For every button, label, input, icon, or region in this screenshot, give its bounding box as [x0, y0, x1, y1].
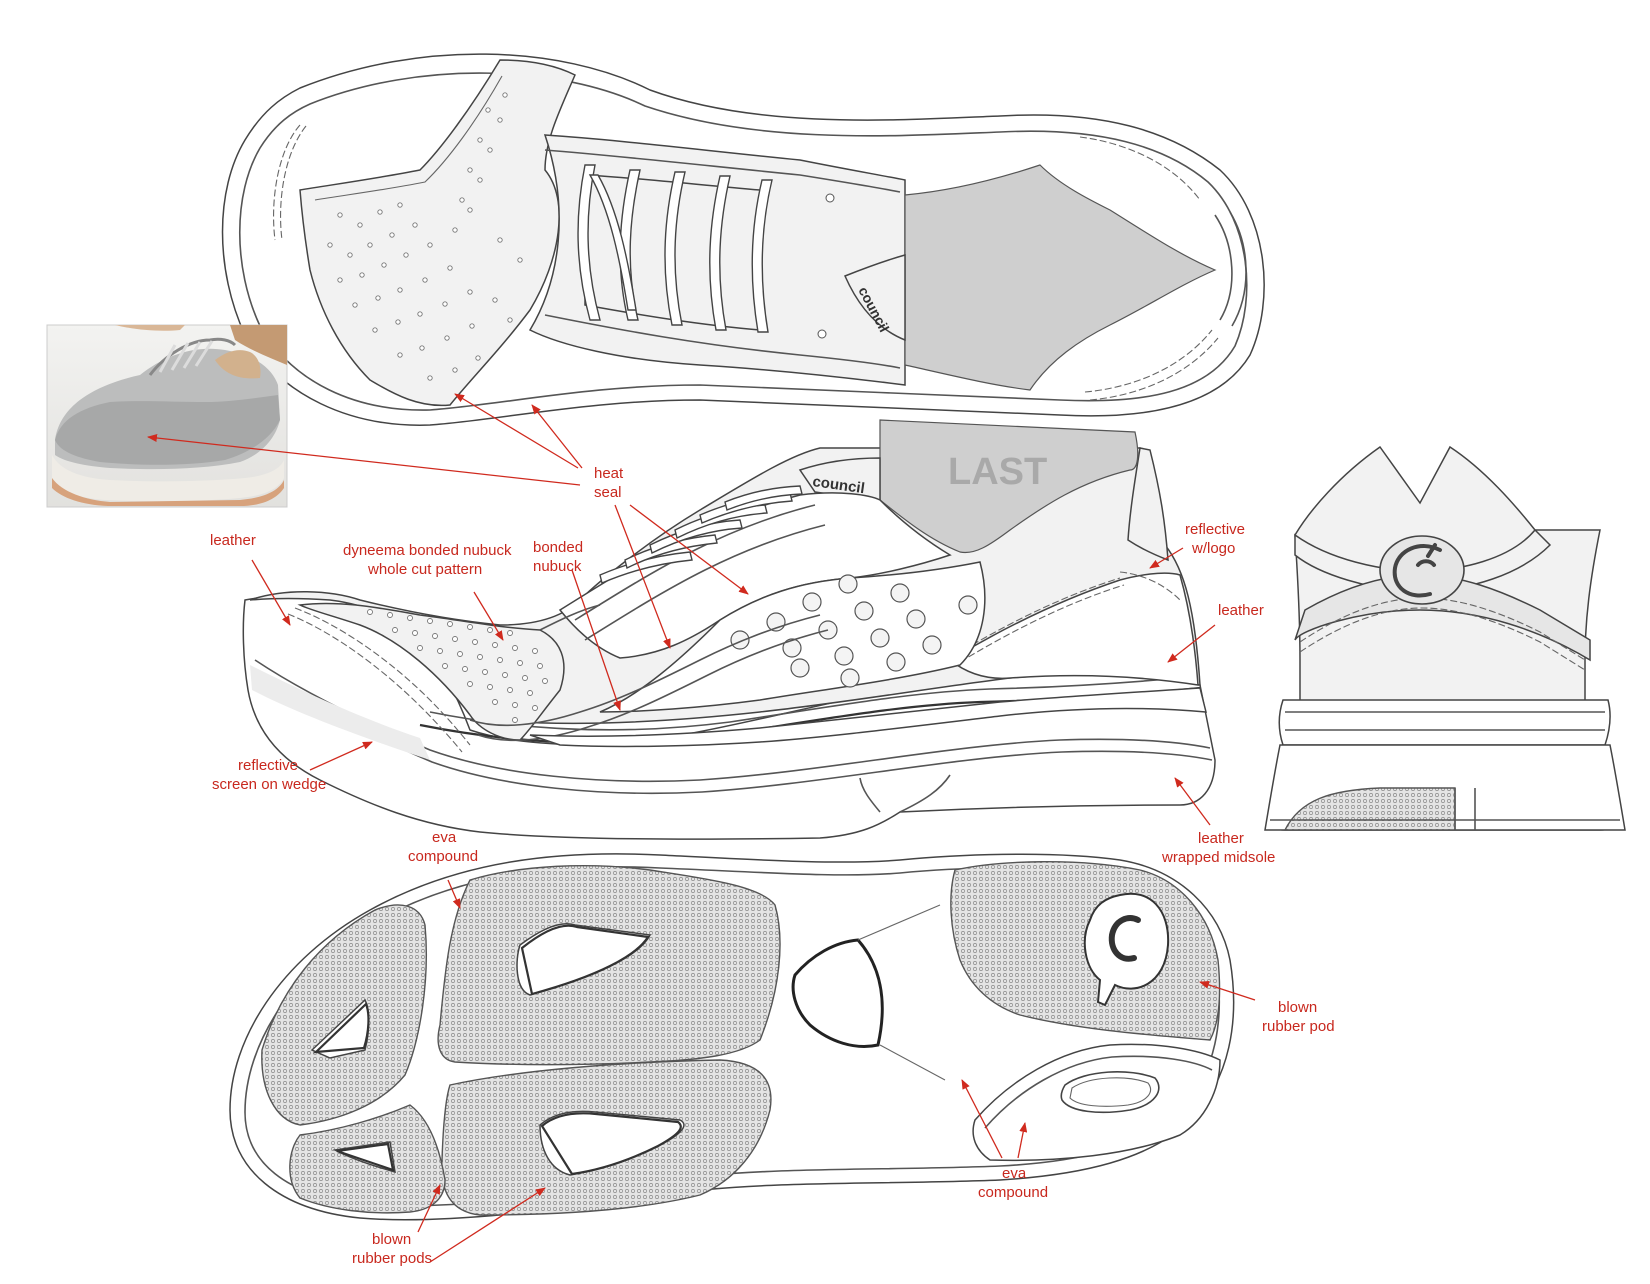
label-dyneema-1: dyneema bonded nubuck — [343, 542, 512, 559]
label-reflective-logo-2: w/logo — [1191, 540, 1235, 557]
label-reflective-screen-1: reflective — [238, 757, 298, 774]
label-eva-top-1: eva — [432, 829, 457, 846]
top-view-upper: council — [221, 53, 1265, 426]
label-reflective-screen-2: screen on wedge — [212, 776, 326, 793]
label-bonded-nubuck-1: bonded — [533, 539, 583, 556]
label-heat-seal-2: seal — [594, 484, 622, 501]
reference-photo — [46, 324, 288, 508]
top-laces — [577, 164, 773, 333]
label-eva-top-2: compound — [408, 848, 478, 865]
label-blown-pods-2: rubber pods — [352, 1250, 432, 1267]
toe-perforations — [327, 92, 523, 381]
annotation-arrows — [147, 393, 1256, 1263]
label-heat-seal-1: heat — [594, 465, 624, 482]
back-view — [1264, 445, 1626, 831]
label-blown-pod-1: blown — [1278, 999, 1317, 1016]
annotation-labels: heat seal leather dyneema bonded nubuck … — [210, 465, 1335, 1267]
side-view: LAST council — [242, 419, 1216, 840]
label-blown-pod-2: rubber pod — [1262, 1018, 1335, 1035]
label-blown-pods-1: blown — [372, 1231, 411, 1248]
label-leather-toe: leather — [210, 532, 256, 549]
label-eva-bottom-2: compound — [978, 1184, 1048, 1201]
side-laces — [599, 485, 803, 584]
label-bonded-nubuck-2: nubuck — [533, 558, 582, 575]
bottom-view — [229, 853, 1235, 1221]
label-leather-midsole-2: wrapped midsole — [1161, 849, 1275, 866]
side-perforations-small — [367, 609, 548, 723]
last-label: LAST — [948, 451, 1047, 493]
label-reflective-logo-1: reflective — [1185, 521, 1245, 538]
label-leather-midsole-1: leather — [1198, 830, 1244, 847]
label-eva-bottom-1: eva — [1002, 1165, 1027, 1182]
label-dyneema-2: whole cut pattern — [367, 561, 482, 578]
label-leather-heel: leather — [1218, 602, 1264, 619]
